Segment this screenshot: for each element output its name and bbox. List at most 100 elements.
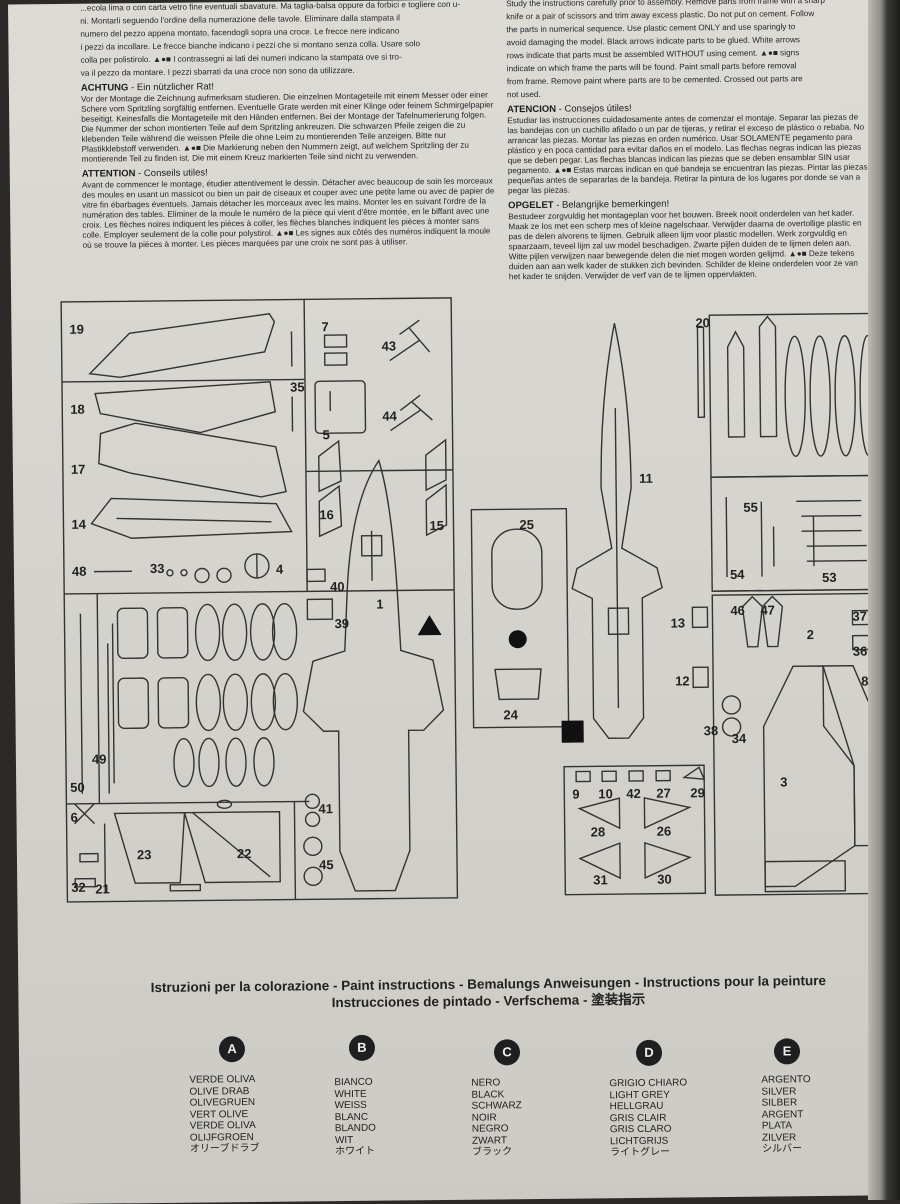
color-name: BLANDO [335,1123,376,1135]
text-line: Study the instructions carefully prior t… [506,0,866,9]
part-number-label: 9 [572,787,579,802]
color-name: ZILVER [762,1132,811,1144]
part-24 [495,669,541,699]
text-line: indicate on which frame the parts will b… [507,61,867,75]
part-number-label: 3 [780,774,787,789]
part-number-label: 4 [276,562,284,577]
part-number-label: 15 [429,518,444,533]
color-name: OLIVEGRUEN [189,1097,259,1109]
part-number-label: 17 [71,462,86,477]
part-number-label: 23 [137,847,152,862]
part-number-label: 20 [695,315,710,330]
color-name: SILBER [762,1097,811,1109]
color-name: GRIS CLARO [610,1123,688,1135]
color-name: LIGHT GREY [609,1089,687,1101]
part-1-fuselage [301,460,445,891]
color-name: ZWART [472,1135,522,1147]
sprue-frame-bottom-center [564,765,705,894]
color-name: オリーブドラブ [190,1143,260,1155]
part-number-label: 50 [70,780,85,795]
color-chip-d: D [636,1040,662,1066]
color-name: シルバー [762,1143,811,1155]
part-number-label: 49 [92,752,107,767]
part-13 [692,607,707,627]
color-name: ARGENTO [761,1074,810,1086]
text-line: rows indicate that parts must be assembl… [507,48,867,62]
color-name: SCHWARZ [472,1100,522,1112]
part-22 [184,812,280,883]
part-20 [697,327,704,417]
color-name: ライトグレー [610,1146,688,1158]
part-number-label: 26 [657,824,672,839]
color-name: VERT OLIVE [190,1108,260,1120]
paint-instructions-title: Istruzioni per la colorazione - Paint in… [78,971,898,1014]
instructions-right-column: Study the instructions carefully prior t… [506,0,869,285]
german-instructions: Vor der Montage die Zeichnung aufmerksam… [81,90,497,164]
color-name: GRIS CLAIR [610,1112,688,1124]
part-number-label: 18 [70,402,85,417]
text-line: va il pezzo da montare. I pezzi sbarrati… [81,64,496,78]
part-number-label: 19 [69,322,84,337]
color-chip-c: C [494,1039,520,1065]
part-number-label: 27 [656,786,671,801]
color-names-e: ARGENTO SILVER SILBER ARGENT PLATA ZILVE… [761,1074,811,1155]
part-number-label: 28 [591,824,606,839]
part-number-label: 42 [626,786,641,801]
part-number-label: 47 [760,603,775,618]
part-39 [307,599,332,619]
text-line: knife or a pair of scissors and trim awa… [506,9,866,23]
part-5 [315,381,366,434]
color-names-c: NERO BLACK SCHWARZ NOIR NEGRO ZWART ブラック [471,1077,522,1158]
color-name: BLANC [335,1111,376,1123]
color-name: OLIJFGROEN [190,1131,260,1143]
color-name: LICHTGRIJS [610,1135,688,1147]
color-chip-e: E [774,1038,800,1064]
part-19 [89,314,275,378]
instructions-left-column: ...ecola lima o con carta vetro fine eve… [80,0,498,254]
color-name: ARGENT [762,1109,811,1121]
text-line: the parts in numerical sequence. Use pla… [506,22,866,36]
color-names-b: BIANCO WHITE WEISS BLANC BLANDO WIT ホワイト [334,1077,376,1158]
part-number-label: 24 [503,707,518,722]
text-line: numero del pezzo appena montato, facendo… [80,25,495,39]
color-name: VERDE OLIVA [189,1074,259,1086]
color-name: BLACK [471,1089,521,1101]
french-instructions: Avant de commencer le montage, étudier a… [82,176,498,250]
color-name: NERO [471,1077,521,1089]
text-line: not used. [507,87,867,101]
color-name: WIT [335,1134,376,1146]
part-number-label: 30 [657,872,672,887]
english-instructions-fragment: Study the instructions carefully prior t… [506,0,867,100]
text-line: from frame. Remove paint where parts are… [507,74,867,88]
part-number-label: 21 [95,881,110,896]
color-name: ホワイト [335,1146,376,1158]
part-15 [426,440,447,490]
part-number-label: 5 [322,427,329,442]
color-chip-a: A [219,1036,245,1062]
part-number-label: 46 [730,603,745,618]
part-number-label: 29 [690,785,705,800]
part-number-label: 32 [71,880,86,895]
part-18 [95,382,276,434]
part-number-label: 25 [519,517,534,532]
part-49 [108,643,110,793]
triangle-marker [417,615,441,635]
color-name: GRIGIO CHIARO [609,1077,687,1089]
part-17 [98,422,286,499]
part-number-label: 54 [730,567,745,582]
part-number-label: 34 [732,731,747,746]
part-number-label: 31 [593,872,608,887]
text-line: i pezzi da incollare. Le frecce bianche … [80,38,495,52]
part-number-label: 1 [376,597,383,612]
square-marker [562,721,584,743]
color-name: NEGRO [472,1123,522,1135]
part-number-label: 6 [70,810,77,825]
part-number-label: 48 [72,564,87,579]
part-14 [91,497,291,539]
part-number-label: 22 [237,846,252,861]
italian-instructions-fragment: ...ecola lima o con carta vetro fine eve… [80,0,496,79]
part-31 [763,666,855,887]
part-number-label: 35 [290,379,305,394]
